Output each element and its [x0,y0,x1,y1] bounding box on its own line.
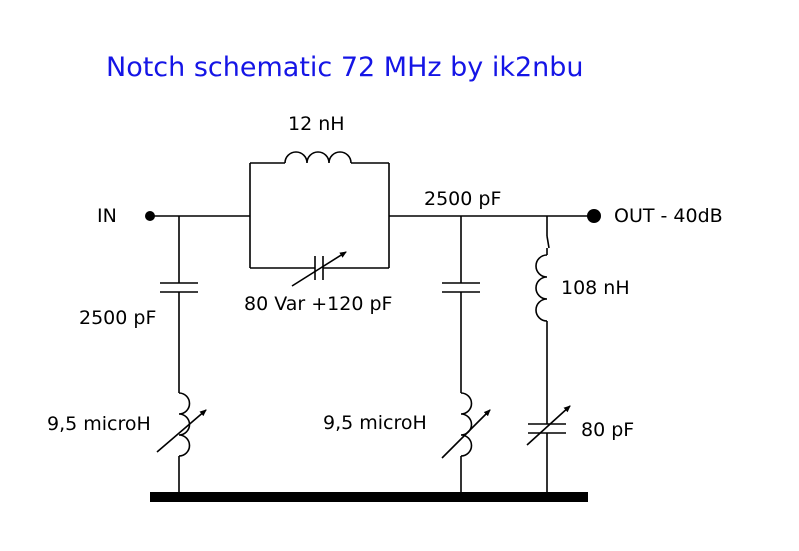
left-shunt-branch [156,216,207,494]
ground-bus [150,492,588,502]
output-inductor-label: 108 nH [561,277,630,299]
left-variable-arrow-icon [156,409,207,453]
series-parallel-tank: 12 nH 80 Var +120 pF [244,113,392,315]
coupling-cap-label: 2500 pF [424,188,501,210]
variable-arrow-icon [291,251,347,287]
input-label: IN [97,205,117,227]
mid-variable-inductor [460,392,473,457]
output-terminal [587,209,601,223]
mid-variable-arrow-icon [441,409,491,459]
series-inductor [250,151,389,164]
output-trim-cap-label: 80 pF [581,419,634,441]
left-inductor-label: 9,5 microH [47,413,151,435]
middle-shunt-branch [441,216,491,494]
series-var-cap-label: 80 Var +120 pF [244,293,392,315]
trim-arrow-icon [526,405,571,446]
series-inductor-label: 12 nH [288,113,345,135]
diagram-title: Notch schematic 72 MHz by ik2nbu [106,52,584,83]
left-cap-label: 2500 pF [79,307,156,329]
output-inductor [535,254,548,322]
series-variable-capacitor [250,251,389,287]
output-label: OUT - 40dB [614,205,723,227]
mid-inductor-label: 9,5 microH [323,412,427,434]
output-shunt-branch [526,216,571,494]
